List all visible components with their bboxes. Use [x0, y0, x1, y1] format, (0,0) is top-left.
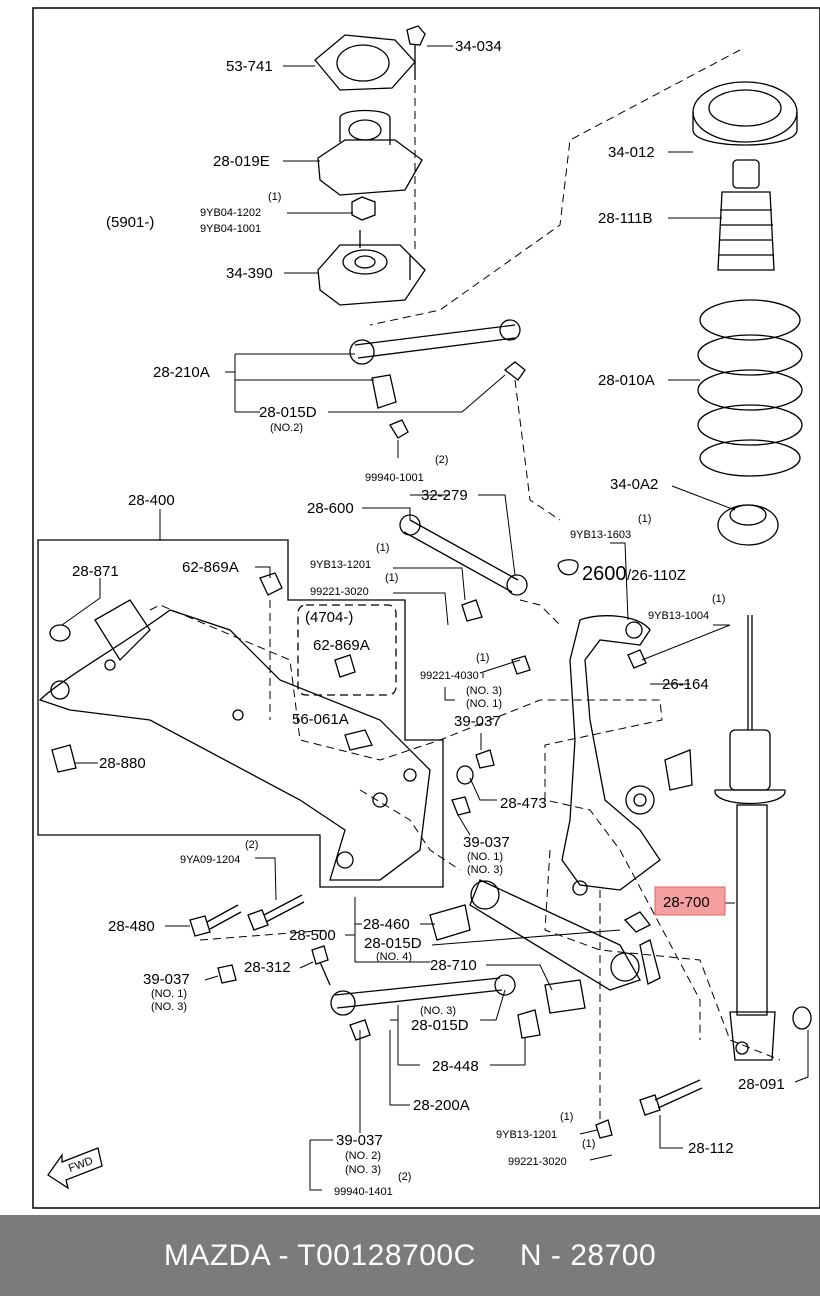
lower-arm-28-710 [469, 879, 661, 991]
label-28-111B: 28-111B [598, 210, 653, 227]
label-no1: (NO. 1) [467, 851, 503, 863]
label-4704: (4704-) [305, 609, 353, 626]
bearing-seat-34-012 [692, 81, 798, 143]
label-no4: (NO. 4) [376, 951, 412, 963]
qty-1: (1) [385, 572, 398, 584]
qty-1: (1) [638, 513, 651, 525]
qty-1: (1) [268, 191, 281, 203]
label-56-061A: 56-061A [292, 711, 349, 728]
label-28-210A: 28-210A [153, 364, 210, 381]
mount-28-019E [317, 139, 423, 196]
knuckle-2600 [561, 615, 693, 896]
label-9YB13-1201: 9YB13-1201 [310, 559, 371, 571]
label-5901: (5901-) [106, 214, 154, 231]
label-9YA09-1204: 9YA09-1204 [180, 854, 240, 866]
crossmember-28-400 [38, 599, 431, 881]
qty-1: (1) [712, 593, 725, 605]
label-99940-1401: 99940-1401 [334, 1186, 393, 1198]
label-no3: (NO. 3) [345, 1164, 381, 1176]
label-9YB13-1201: 9YB13-1201 [496, 1129, 557, 1141]
label-39-037: 39-037 [336, 1132, 383, 1149]
shock-absorber-28-700 [714, 615, 786, 1061]
highlight-28-700 [654, 886, 726, 916]
label-no1: (NO. 1) [151, 988, 187, 1000]
label-53-741: 53-741 [226, 58, 273, 75]
qty-2: (2) [245, 839, 258, 851]
label-28-700: 28-700 [663, 894, 710, 911]
label-99940-1001: 99940-1001 [365, 472, 424, 484]
label-9YB04-1001: 9YB04-1001 [200, 223, 261, 235]
drawing-lines [38, 25, 812, 1139]
label-28-112: 28-112 [688, 1140, 734, 1157]
label-28-015D: 28-015D [411, 1017, 469, 1034]
label-28-600: 28-600 [307, 500, 354, 517]
label-28-200A: 28-200A [413, 1097, 470, 1114]
label-28-015D: 28-015D [259, 404, 317, 421]
label-no3: (NO. 3) [420, 1005, 456, 1017]
part-number-caption: MAZDA - T00128700C N - 28700 [163, 1238, 657, 1272]
mount-34-390 [317, 244, 426, 306]
mount-plate-53-741 [314, 34, 416, 91]
parts-diagram: FWD 53-741 34-034 28-019E (5901-) (1) 9Y… [32, 7, 820, 1209]
label-34-390: 34-390 [226, 265, 273, 282]
label-34-012: 34-012 [608, 144, 655, 161]
label-no3: (NO. 3) [466, 685, 502, 697]
fwd-arrow-icon: FWD [47, 1147, 103, 1190]
coil-spring-28-010A [697, 299, 803, 477]
footer-bar: MAZDA - T00128700C N - 28700 [0, 1215, 820, 1296]
label-99221-4030: 99221-4030 [420, 670, 479, 682]
label-9YB13-1603: 9YB13-1603 [570, 529, 631, 541]
label-no2: (NO. 2) [345, 1150, 381, 1162]
label-no3: (NO. 3) [151, 1001, 187, 1013]
qty-2: (2) [398, 1171, 411, 1183]
label-9YB13-1004: 9YB13-1004 [648, 610, 709, 622]
label-39-037: 39-037 [454, 713, 501, 730]
label-99221-3020: 99221-3020 [508, 1156, 567, 1168]
dashed-guides [149, 49, 781, 1120]
label-no3: (NO. 3) [467, 864, 503, 876]
label-28-019E: 28-019E [213, 153, 270, 170]
label-39-037: 39-037 [143, 971, 190, 988]
label-28-500: 28-500 [289, 927, 336, 944]
label-no1: (NO. 1) [466, 698, 502, 710]
label-28-010A: 28-010A [598, 372, 655, 389]
leader-lines [61, 45, 809, 1191]
label-32-279: 32-279 [421, 487, 468, 504]
label-28-400: 28-400 [128, 492, 175, 509]
bump-stop [732, 159, 760, 189]
label-99221-3020: 99221-3020 [310, 586, 369, 598]
qty-1: (1) [560, 1111, 573, 1123]
label-no2: (NO.2) [270, 422, 303, 434]
label-62-869A: 62-869A [313, 637, 370, 654]
boxes [37, 539, 444, 888]
label-28-091: 28-091 [738, 1076, 785, 1093]
suspension-exploded-view: FWD 53-741 34-034 28-019E (5901-) (1) 9Y… [32, 7, 820, 1209]
label-62-869A: 62-869A [182, 559, 239, 576]
qty-1: (1) [476, 652, 489, 664]
label-28-473: 28-473 [500, 795, 547, 812]
label-28-871: 28-871 [72, 563, 119, 580]
label-28-480: 28-480 [108, 918, 155, 935]
qty-1: (1) [582, 1138, 595, 1150]
label-26-110Z: /26-110Z [627, 567, 686, 584]
label-28-460: 28-460 [363, 916, 410, 933]
qty-2: (2) [435, 454, 448, 466]
label-28-880: 28-880 [99, 755, 146, 772]
label-28-312: 28-312 [244, 959, 291, 976]
label-34-0A2: 34-0A2 [610, 476, 658, 493]
label-28-710: 28-710 [430, 957, 477, 974]
label-39-037: 39-037 [463, 834, 510, 851]
label-28-448: 28-448 [432, 1058, 479, 1075]
label-28-015D: 28-015D [364, 935, 422, 952]
label-26-164: 26-164 [662, 676, 709, 693]
qty-1: (1) [376, 542, 389, 554]
label-9YB04-1202: 9YB04-1202 [200, 207, 261, 219]
dust-boot-28-111B [717, 191, 775, 271]
part-labels: 53-741 34-034 28-019E (5901-) (1) 9YB04-… [72, 38, 785, 1198]
label-34-034: 34-034 [455, 38, 502, 55]
label-2600: 2600 [582, 563, 627, 585]
frame [32, 7, 820, 1209]
